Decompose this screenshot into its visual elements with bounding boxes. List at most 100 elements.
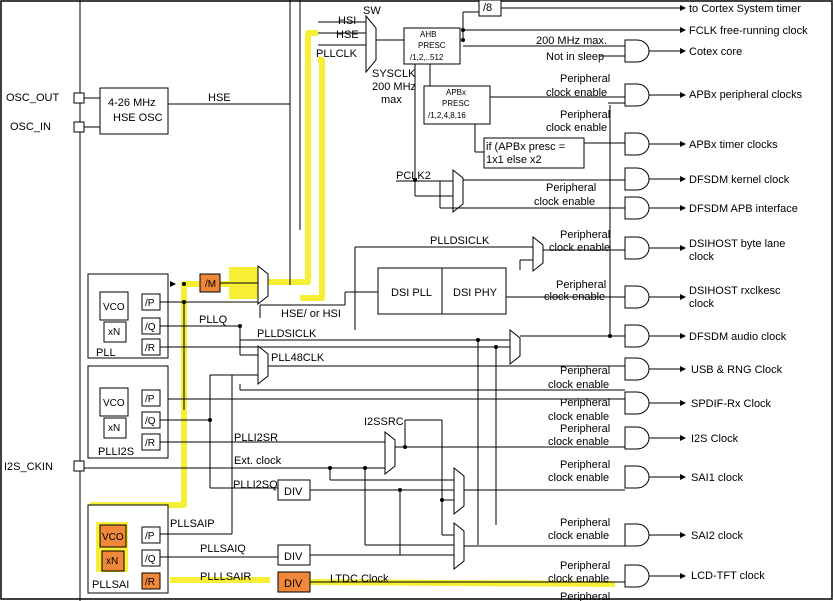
- per-en-i-l1: Peripheral: [560, 459, 610, 471]
- dfsdm-apb-gate: [624, 196, 650, 220]
- dfsdm-kernel-gate: [624, 167, 650, 191]
- ahb-presc-box: [403, 27, 461, 65]
- per-en-g-l1: Peripheral: [560, 397, 610, 409]
- per-en-k-l1: Peripheral: [560, 560, 610, 572]
- per-en-e-l1: Peripheral: [556, 279, 606, 291]
- not-in-sleep-label: Not in sleep: [546, 51, 604, 63]
- apbx-per-gate: [624, 83, 650, 107]
- if-x2-label: 1x1 else x2: [486, 154, 542, 166]
- dsi-pll-label: DSI PLL: [391, 287, 432, 299]
- osc-in-pin: [73, 121, 85, 133]
- i2s-section: I2SSRC PLLI2SR Ext. clock Peripheral clo…: [4, 416, 739, 535]
- apbx-timer-label: APBx timer clocks: [689, 139, 778, 151]
- apbx-label: APBx: [446, 88, 466, 97]
- dsi-phy-label: DSI PHY: [453, 287, 498, 299]
- per-en-a-l2: clock enable: [546, 87, 607, 99]
- pllsai-vco-label: VCO: [102, 532, 124, 543]
- lcd-gate: [624, 564, 650, 588]
- pll-xn: [103, 321, 127, 343]
- sysclk-label: SYSCLK: [372, 68, 416, 80]
- plli2s-block: VCO xN /P /Q /R PLLI2S: [87, 365, 385, 489]
- hse-osc-section: OSC_OUT OSC_IN 4-26 MHz HSE OSC HSE: [6, 87, 290, 135]
- dfsdm-audio-gate: [624, 324, 650, 348]
- per-en-b-l1: Peripheral: [560, 109, 610, 121]
- dsihost-rx-gate: [624, 285, 650, 309]
- pll-vco-label: VCO: [103, 302, 125, 313]
- i2s-gate: [624, 426, 650, 450]
- dsihost-byte-clock-label: clock: [689, 251, 715, 263]
- per-en-g-l2: clock enable: [548, 411, 609, 423]
- sw-label: SW: [363, 5, 381, 17]
- pll48clk-label: PLL48CLK: [271, 352, 325, 364]
- sysclk-mux: [365, 14, 377, 74]
- audio-mux: [509, 328, 521, 366]
- dfsdm-mux: [452, 168, 464, 214]
- plli2sq-label: PLLI2SQ: [233, 479, 278, 491]
- per-en-c-l2: clock enable: [534, 196, 595, 208]
- pll-p-label: /P: [145, 298, 155, 309]
- sysclk-freq-label: 200 MHz: [372, 81, 416, 93]
- per-en-i-l2: clock enable: [548, 472, 609, 484]
- ltdc-clock-label: LTDC Clock: [330, 573, 389, 585]
- sai1-gate: [624, 465, 650, 489]
- pllsaiq-label: PLLSAIQ: [200, 543, 246, 555]
- per-en-k-l2: clock enable: [548, 573, 609, 585]
- usb-rng-label: USB & RNG Clock: [691, 364, 783, 376]
- plli2s-name-label: PLLI2S: [98, 446, 134, 458]
- per-en-j-l2: clock enable: [548, 530, 609, 542]
- cotex-core-gate: [624, 39, 650, 63]
- dfsdm-audio-section: DFSDM audio clock: [477, 324, 787, 545]
- dsihost-byte-gate: [624, 236, 650, 260]
- pll48-mux: [257, 344, 269, 386]
- i2ssrc-label: I2SSRC: [364, 416, 404, 428]
- hse-top-label: HSE: [336, 29, 359, 41]
- per-en-d-l1: Peripheral: [560, 229, 610, 241]
- sai1-div-label: DIV: [284, 486, 303, 498]
- ltdc-div-label: DIV: [284, 578, 303, 590]
- pll-q-label: /Q: [145, 322, 156, 333]
- plli2sr-label: PLLI2SR: [234, 432, 278, 444]
- pll-r-label: /R: [145, 343, 155, 354]
- pllsai-q: [141, 549, 161, 567]
- pllsai-xn: [101, 550, 125, 572]
- hse-wire-label: HSE: [208, 92, 231, 104]
- pllsai-name-label: PLLSAI: [92, 579, 129, 591]
- dfsdm-apb-label: DFSDM APB interface: [689, 203, 798, 215]
- hse-osc-freq-label: 4-26 MHz: [108, 97, 156, 109]
- dsihost-rx-clock-label: clock: [689, 298, 715, 310]
- lcd-section: Peripheral clock enable LCD-TFT clock Pe…: [310, 560, 765, 601]
- per-en-c-l1: Peripheral: [546, 182, 596, 194]
- spdif-gate: [624, 391, 650, 415]
- apbx-presc-box: [423, 85, 491, 125]
- plli2s-r-label: /R: [145, 438, 155, 449]
- i2s-clock-label: I2S Clock: [691, 433, 739, 445]
- dfsdm-audio-label: DFSDM audio clock: [689, 331, 787, 343]
- apbx-timer-gate: [624, 132, 650, 156]
- per-en-l-l1: Peripheral: [560, 591, 610, 601]
- pllsai-r-label: /R: [145, 577, 155, 588]
- per-en-d-l2: clock enable: [549, 242, 610, 254]
- dsi-section: PLLDSICLK Peripheral clock enable DSIHOS…: [259, 229, 785, 330]
- pll-name-label: PLL: [96, 347, 116, 359]
- ahb-label: AHB: [420, 30, 436, 39]
- if-apbx-label: if (APBx presc =: [486, 141, 565, 153]
- plldsiclk-label: PLLDSICLK: [257, 328, 317, 340]
- hse-osc-box: [99, 87, 169, 135]
- lcd-tft-label: LCD-TFT clock: [691, 570, 765, 582]
- plli2s-p: [141, 389, 161, 407]
- plldsiclk-top-label: PLLDSICLK: [430, 235, 490, 247]
- hse-osc-name-label: HSE OSC: [113, 112, 163, 124]
- osc-in-label: OSC_IN: [10, 121, 51, 133]
- i2s-ckin-label: I2S_CKIN: [4, 461, 53, 473]
- spdif-section: Peripheral clock enable SPDIF-Rx Clock: [160, 391, 772, 423]
- sai2-div-label: DIV: [284, 551, 303, 563]
- plli2s-xn: [103, 417, 127, 439]
- i2s-ckin-pin: [73, 460, 85, 472]
- per-en-e-l2: clock enable: [544, 291, 605, 303]
- per-en-b-l2: clock enable: [546, 122, 607, 134]
- pllsai-p-label: /P: [145, 531, 155, 542]
- plli2s-p-label: /P: [145, 394, 155, 405]
- per-en-h-l2: clock enable: [548, 436, 609, 448]
